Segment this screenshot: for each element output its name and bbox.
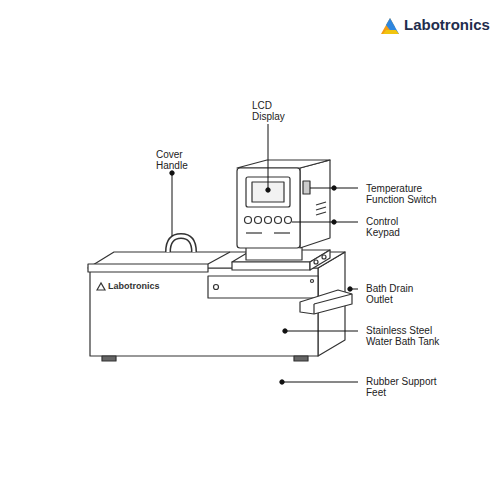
brand-icon bbox=[97, 283, 105, 290]
logo-icon bbox=[383, 30, 399, 34]
knob bbox=[322, 255, 326, 259]
leader-dot bbox=[280, 380, 284, 384]
keypad-button bbox=[275, 217, 282, 224]
controller-base bbox=[310, 250, 330, 270]
cover-rim bbox=[88, 264, 208, 272]
leader-dot bbox=[348, 287, 352, 291]
panel-line bbox=[246, 232, 262, 233]
temperature-switch bbox=[303, 181, 310, 194]
cover-handle bbox=[168, 236, 194, 252]
drain-outlet bbox=[313, 304, 314, 314]
vent bbox=[316, 207, 326, 210]
rubber-foot bbox=[294, 356, 308, 361]
part-label: Stainless Steel Water Bath Tank bbox=[366, 325, 452, 347]
cover-edge bbox=[208, 252, 230, 264]
keypad-button bbox=[255, 217, 262, 224]
leader-line bbox=[268, 124, 269, 190]
part-label: Bath Drain Outlet bbox=[366, 283, 428, 305]
brand-logo: Labotronics bbox=[404, 16, 490, 33]
drain-outlet bbox=[314, 294, 352, 304]
controller-base bbox=[232, 262, 310, 270]
part-label: Cover Handle bbox=[156, 149, 200, 171]
water-bath-tank bbox=[90, 268, 318, 356]
leader-dot bbox=[266, 188, 270, 192]
drain-outlet bbox=[300, 290, 352, 314]
vent bbox=[316, 212, 326, 215]
rubber-foot bbox=[102, 356, 116, 361]
leader-dot bbox=[332, 186, 336, 190]
leader-line bbox=[292, 222, 358, 223]
keypad-button bbox=[245, 217, 252, 224]
leader-line bbox=[282, 382, 358, 383]
cover-handle bbox=[168, 236, 194, 252]
leader-line bbox=[352, 289, 358, 290]
drain-panel bbox=[208, 276, 318, 298]
leader-dot bbox=[283, 329, 287, 333]
leader-dot bbox=[332, 220, 336, 224]
keypad-button bbox=[265, 217, 272, 224]
part-label: LCD Display bbox=[252, 100, 296, 122]
panel-line bbox=[274, 232, 290, 233]
leader-dot bbox=[170, 171, 174, 175]
keypad-button bbox=[285, 217, 292, 224]
part-label: Temperature Function Switch bbox=[366, 183, 454, 205]
part-label: Rubber Support Feet bbox=[366, 376, 450, 398]
part-label: Control Keypad bbox=[366, 216, 426, 238]
leader-line bbox=[285, 331, 358, 332]
controller-top bbox=[237, 160, 330, 168]
leader-line bbox=[172, 173, 173, 236]
knob bbox=[314, 260, 318, 264]
panel-screw bbox=[311, 280, 314, 283]
brand-mark: Labotronics bbox=[108, 281, 160, 291]
vent bbox=[316, 202, 326, 205]
panel-screw bbox=[214, 285, 219, 290]
controller-side bbox=[300, 160, 330, 248]
